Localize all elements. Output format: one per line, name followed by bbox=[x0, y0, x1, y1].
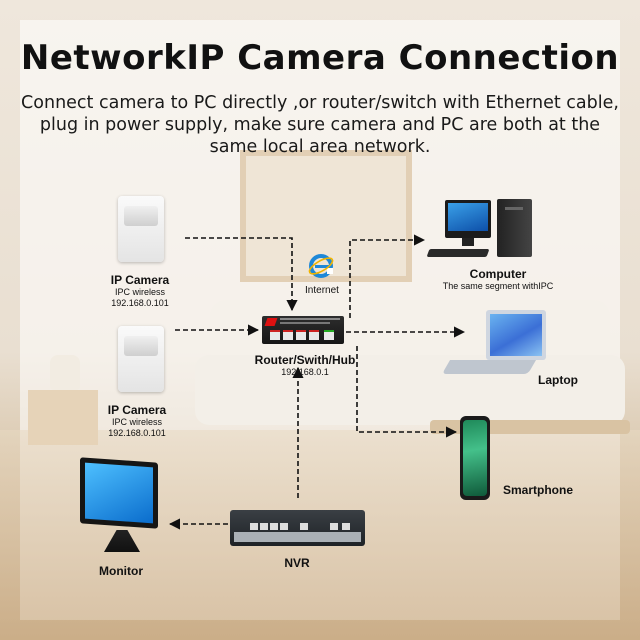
smartphone-icon bbox=[460, 416, 490, 500]
keyboard-icon bbox=[426, 249, 490, 257]
arrow-camera-top-to-router bbox=[185, 237, 298, 312]
laptop-name: Laptop bbox=[538, 373, 578, 387]
laptop-base bbox=[441, 360, 537, 374]
nvr-name: NVR bbox=[284, 556, 310, 570]
computer-tower-icon bbox=[497, 199, 532, 257]
computer-stand bbox=[462, 238, 474, 246]
laptop-label: Laptop bbox=[520, 373, 596, 387]
laptop-icon bbox=[486, 310, 546, 360]
background-side-table bbox=[28, 390, 98, 445]
background-wall-art bbox=[240, 150, 412, 282]
monitor-icon bbox=[80, 457, 158, 529]
nvr-label: NVR bbox=[262, 556, 332, 570]
smartphone-name: Smartphone bbox=[502, 483, 573, 497]
ip-camera-bottom-name: IP Camera bbox=[107, 403, 167, 417]
ip-camera-top-ip: 192.168.0.101 bbox=[111, 298, 169, 308]
computer-note: The same segment withIPC bbox=[442, 281, 554, 291]
page-subtitle: Connect camera to PC directly ,or router… bbox=[21, 93, 619, 157]
monitor-name: Monitor bbox=[99, 564, 143, 578]
monitor-label: Monitor bbox=[86, 564, 156, 578]
background-vase bbox=[50, 355, 80, 390]
computer-name: Computer bbox=[469, 267, 527, 281]
ip-camera-top-icon bbox=[118, 196, 164, 262]
nvr-icon bbox=[230, 510, 365, 546]
ip-camera-bottom-line1: IPC wireless bbox=[111, 417, 162, 427]
ip-camera-bottom-icon bbox=[118, 326, 164, 392]
router-label: Router/Swith/Hub 192.168.0.1 bbox=[250, 353, 360, 378]
router-switch-icon bbox=[262, 316, 344, 344]
ip-camera-top-line1: IPC wireless bbox=[114, 287, 165, 297]
background-sofa bbox=[195, 355, 625, 425]
ip-camera-bottom-label: IP Camera IPC wireless 192.168.0.101 bbox=[87, 403, 187, 439]
internet-text: Internet bbox=[305, 285, 339, 296]
arrow-router-to-smartphone bbox=[356, 346, 458, 438]
arrow-router-to-computer bbox=[349, 234, 426, 318]
router-ip: 192.168.0.1 bbox=[281, 367, 329, 377]
computer-label: Computer The same segment withIPC bbox=[428, 267, 568, 292]
ip-camera-top-name: IP Camera bbox=[110, 273, 170, 287]
computer-monitor-icon bbox=[445, 200, 491, 238]
internet-explorer-icon bbox=[308, 254, 334, 278]
router-name: Router/Swith/Hub bbox=[254, 353, 356, 367]
smartphone-label: Smartphone bbox=[490, 483, 586, 497]
ip-camera-top-label: IP Camera IPC wireless 192.168.0.101 bbox=[90, 273, 190, 309]
page-title: NetworkIP Camera Connection bbox=[20, 38, 620, 78]
ip-camera-bottom-ip: 192.168.0.101 bbox=[108, 428, 166, 438]
internet-label: Internet bbox=[292, 285, 352, 296]
